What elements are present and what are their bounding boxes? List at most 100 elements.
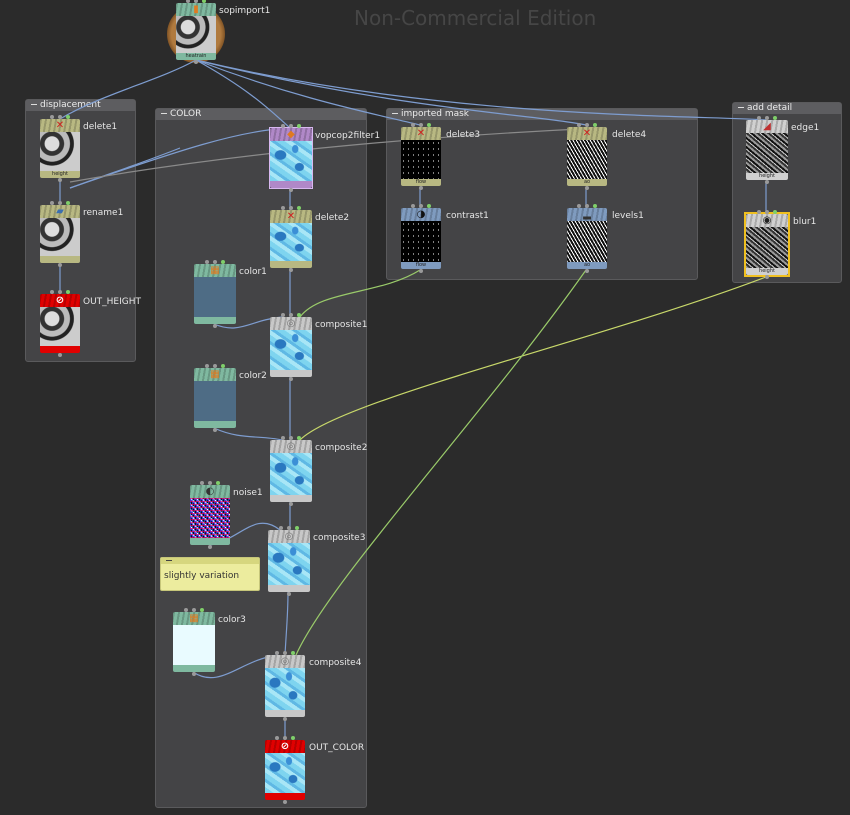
input-connector[interactable]	[411, 204, 415, 208]
collapse-icon[interactable]	[738, 107, 744, 108]
node-label[interactable]: composite3	[313, 533, 366, 543]
input-connector[interactable]	[297, 436, 301, 440]
node-label[interactable]: rename1	[83, 208, 124, 218]
network-box-title[interactable]: imported mask	[387, 109, 697, 120]
input-connector[interactable]	[593, 123, 597, 127]
output-connector[interactable]	[58, 353, 62, 357]
node-label[interactable]: color3	[218, 615, 246, 625]
node-delete3[interactable]: ✕ flow delete3	[401, 123, 480, 190]
input-connector[interactable]	[411, 123, 415, 127]
input-connector[interactable]	[289, 436, 293, 440]
input-connector[interactable]	[585, 204, 589, 208]
node-label[interactable]: OUT_HEIGHT	[83, 297, 142, 307]
network-box-title[interactable]: COLOR	[156, 109, 366, 120]
node-label[interactable]: levels1	[612, 211, 644, 221]
output-connector[interactable]	[213, 428, 217, 432]
node-label[interactable]: color1	[239, 267, 267, 277]
input-connector[interactable]	[205, 260, 209, 264]
network-box-title[interactable]: add detail	[733, 103, 841, 114]
collapse-icon[interactable]	[161, 113, 167, 114]
input-connector[interactable]	[291, 651, 295, 655]
collapse-icon[interactable]	[392, 113, 398, 114]
input-connector[interactable]	[58, 115, 62, 119]
input-connector[interactable]	[281, 124, 285, 128]
node-label[interactable]: OUT_COLOR	[309, 743, 365, 753]
input-connector[interactable]	[283, 651, 287, 655]
node-color3[interactable]: ▦ color3	[173, 608, 246, 676]
node-delete4[interactable]: ✕ ao delete4	[567, 123, 646, 190]
input-connector[interactable]	[419, 123, 423, 127]
input-connector[interactable]	[289, 124, 293, 128]
input-connector[interactable]	[577, 123, 581, 127]
input-connector[interactable]	[50, 115, 54, 119]
output-connector[interactable]	[289, 377, 293, 381]
input-connector[interactable]	[297, 313, 301, 317]
node-out-height[interactable]: ⊘ OUT_HEIGHT	[40, 290, 141, 357]
input-connector[interactable]	[281, 436, 285, 440]
output-connector[interactable]	[213, 324, 217, 328]
input-connector[interactable]	[577, 204, 581, 208]
input-connector[interactable]	[221, 260, 225, 264]
input-connector[interactable]	[216, 481, 220, 485]
output-connector[interactable]	[58, 263, 62, 267]
node-label[interactable]: color2	[239, 371, 267, 381]
node-composite1[interactable]: ◎ composite1	[270, 313, 367, 381]
input-connector[interactable]	[297, 206, 301, 210]
node-sopimport1[interactable]: ▮ heatrain sopimport1	[176, 0, 270, 64]
input-connector[interactable]	[66, 290, 70, 294]
input-connector[interactable]	[275, 651, 279, 655]
input-connector[interactable]	[194, 0, 198, 3]
input-connector[interactable]	[50, 290, 54, 294]
node-levels1[interactable]: ▂ ao levels1	[567, 204, 644, 273]
output-connector[interactable]	[283, 717, 287, 721]
input-connector[interactable]	[58, 201, 62, 205]
input-connector[interactable]	[50, 201, 54, 205]
node-label[interactable]: composite2	[315, 443, 368, 453]
input-connector[interactable]	[283, 736, 287, 740]
sticky-note-text[interactable]: slightly variation	[164, 571, 240, 581]
input-connector[interactable]	[295, 526, 299, 530]
node-label[interactable]: edge1	[791, 123, 820, 133]
sticky-note[interactable]: slightly variation	[160, 557, 260, 591]
input-connector[interactable]	[773, 210, 777, 214]
node-blur1[interactable]: ◉ height blur1	[744, 210, 816, 279]
node-delete2[interactable]: ✕ delete2	[270, 206, 349, 272]
output-connector[interactable]	[289, 502, 293, 506]
input-connector[interactable]	[757, 116, 761, 120]
node-label[interactable]: delete4	[612, 130, 647, 140]
node-noise1[interactable]: ◐ noise1	[190, 481, 263, 549]
input-connector[interactable]	[419, 204, 423, 208]
input-connector[interactable]	[66, 201, 70, 205]
node-color2[interactable]: ▦ color2	[194, 364, 267, 432]
input-connector[interactable]	[765, 210, 769, 214]
input-connector[interactable]	[66, 115, 70, 119]
output-connector[interactable]	[289, 188, 293, 192]
input-connector[interactable]	[200, 608, 204, 612]
node-label[interactable]: sopimport1	[219, 6, 271, 16]
node-composite2[interactable]: ◎ composite2	[270, 436, 367, 506]
input-connector[interactable]	[281, 206, 285, 210]
output-connector[interactable]	[419, 269, 423, 273]
node-label[interactable]: contrast1	[446, 211, 489, 221]
node-label[interactable]: delete2	[315, 213, 350, 223]
input-connector[interactable]	[213, 364, 217, 368]
input-connector[interactable]	[585, 123, 589, 127]
input-connector[interactable]	[297, 124, 301, 128]
input-connector[interactable]	[221, 364, 225, 368]
node-vopcop2filter1[interactable]: ◆ vopcop2filter1	[269, 124, 380, 192]
input-connector[interactable]	[275, 736, 279, 740]
node-edge1[interactable]: ◢ height edge1	[746, 116, 819, 184]
input-connector[interactable]	[186, 0, 190, 3]
input-connector[interactable]	[192, 608, 196, 612]
input-connector[interactable]	[205, 364, 209, 368]
node-label[interactable]: composite4	[309, 658, 362, 668]
output-connector[interactable]	[419, 186, 423, 190]
output-connector[interactable]	[585, 186, 589, 190]
input-connector[interactable]	[427, 204, 431, 208]
input-connector[interactable]	[287, 526, 291, 530]
input-connector[interactable]	[281, 313, 285, 317]
node-label[interactable]: vopcop2filter1	[315, 131, 381, 141]
output-connector[interactable]	[192, 672, 196, 676]
collapse-icon[interactable]	[31, 104, 37, 105]
node-contrast1[interactable]: ◑ flow contrast1	[401, 204, 489, 273]
